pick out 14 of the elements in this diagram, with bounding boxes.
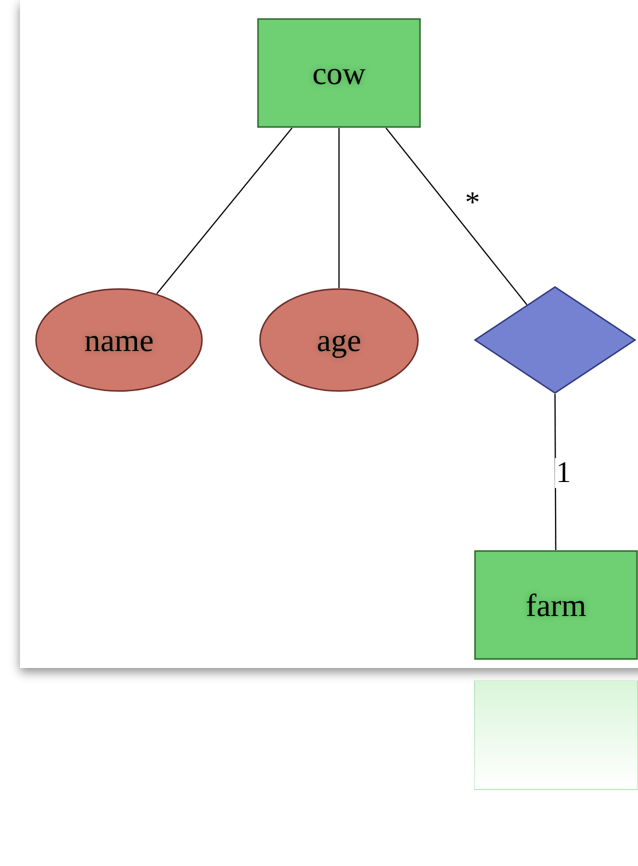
edge-label: 1 — [555, 458, 572, 488]
node-label: age — [316, 322, 362, 358]
connector-line — [386, 128, 528, 306]
attribute-ellipse — [259, 288, 419, 392]
node-label: farm — [526, 586, 586, 624]
node-label: name — [84, 322, 154, 358]
entity-box — [257, 18, 421, 128]
connector-line — [338, 128, 340, 288]
connector-line — [554, 394, 556, 550]
relationship-diamond — [474, 286, 636, 394]
connector-line — [156, 128, 292, 294]
entity-box — [474, 550, 638, 660]
attribute-ellipse — [35, 288, 203, 392]
node-label: cow — [312, 54, 366, 92]
